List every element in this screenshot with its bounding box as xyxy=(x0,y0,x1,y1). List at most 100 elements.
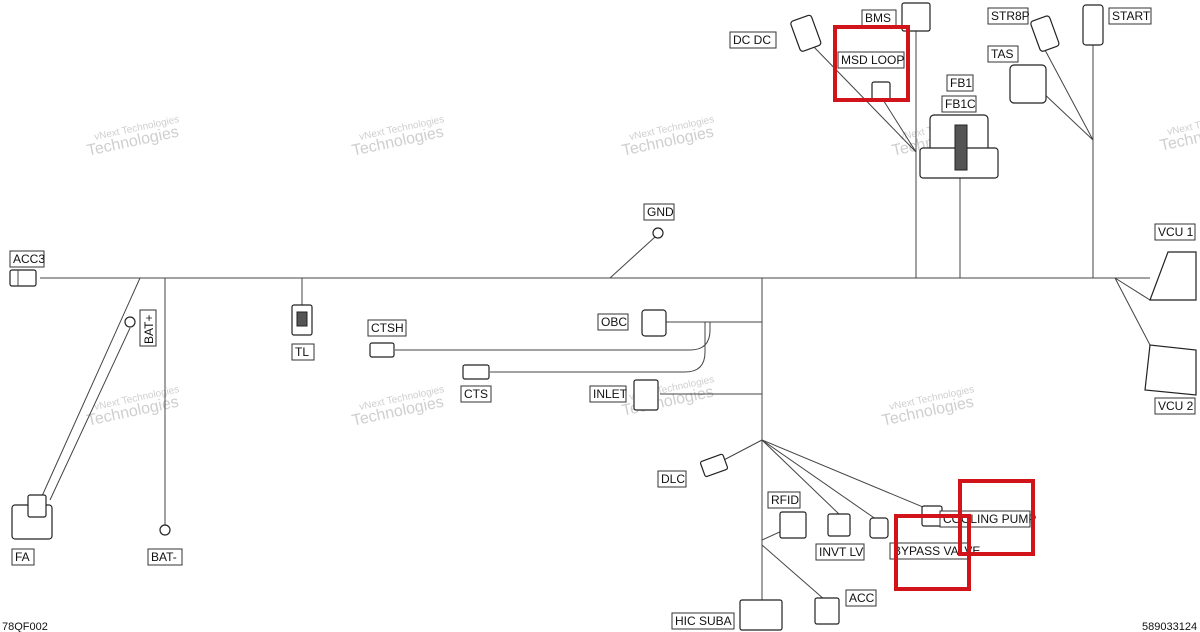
label-cts: CTS xyxy=(460,385,492,403)
label-hic-suba-box xyxy=(671,612,735,630)
label-obc-text: OBC xyxy=(601,315,627,329)
bat-minus-ring-terminal xyxy=(159,524,171,536)
label-bms: BMS xyxy=(861,9,897,27)
label-str8p-text: STR8P xyxy=(991,9,1030,23)
label-dc-dc-text: DC DC xyxy=(733,33,771,47)
rfid-connector xyxy=(779,511,807,539)
highlights xyxy=(833,25,1035,591)
label-start: START xyxy=(1108,7,1152,25)
gnd-wire xyxy=(609,236,656,279)
vcu2-connector xyxy=(1144,344,1197,396)
msd-loop-wire xyxy=(879,94,917,153)
label-rfid-box xyxy=(767,491,801,509)
msd-loop-connector xyxy=(871,81,891,101)
label-gnd-text: GND xyxy=(647,205,674,219)
highlight-bypass-valve xyxy=(894,514,971,591)
watermark: vNext Technologies Technologies xyxy=(85,384,180,430)
label-ctsh-box xyxy=(367,319,407,337)
obc-connector xyxy=(641,309,667,337)
label-bat-plus-text: BAT+ xyxy=(142,315,156,344)
watermark: vNext Technologies Technologies xyxy=(1158,109,1200,155)
label-invt-lv-text: INVT LV xyxy=(819,545,863,559)
tl-connector-detail xyxy=(296,311,308,327)
label-fb1-text: FB1 xyxy=(950,76,972,90)
label-invt-lv: INVT LV xyxy=(815,543,865,561)
label-tas: TAS xyxy=(987,45,1019,63)
gnd-ring-terminal xyxy=(652,227,664,239)
bypass-valve-wire xyxy=(761,439,881,523)
invt-lv-wire xyxy=(761,439,841,516)
dlc-connector-body xyxy=(699,453,729,478)
label-dlc: DLC xyxy=(657,470,687,488)
ctsh-connector xyxy=(369,342,395,358)
label-start-text: START xyxy=(1112,9,1151,23)
label-cts-box xyxy=(460,385,492,403)
tas-connector xyxy=(1009,64,1047,104)
label-vcu1-box xyxy=(1154,223,1196,241)
label-acc3-box xyxy=(9,250,45,268)
fa-wire xyxy=(37,277,141,506)
label-bat-minus-text: BAT- xyxy=(151,550,177,564)
label-bypass-valve: BYPASS VALVE xyxy=(889,542,980,560)
label-inlet: INLET xyxy=(589,385,628,403)
label-fb1c-box xyxy=(941,95,977,113)
watermark: vNext Technologies Technologies xyxy=(350,384,445,430)
bat-plus-ring-terminal xyxy=(124,316,136,328)
str8p-wire xyxy=(1044,49,1094,141)
label-vcu2-text: VCU 2 xyxy=(1158,399,1194,413)
label-tas-text: TAS xyxy=(991,47,1013,61)
label-obc-box xyxy=(597,313,629,331)
label-msd-loop-box xyxy=(837,51,905,69)
str8p-connector xyxy=(1030,15,1060,52)
label-acc-box xyxy=(845,589,877,607)
label-inlet-text: INLET xyxy=(593,387,628,401)
bypass-valve-connector xyxy=(869,517,889,539)
label-ctsh-text: CTSH xyxy=(371,321,404,335)
dc-dc-connector-body xyxy=(790,14,822,52)
label-fb1c-text: FB1C xyxy=(945,97,976,111)
label-dc-dc: DC DC xyxy=(729,31,777,49)
acc3-connector xyxy=(9,269,37,287)
label-acc3: ACC3 xyxy=(9,250,45,268)
str8p-connector-body xyxy=(1030,15,1060,52)
label-rfid: RFID xyxy=(767,491,801,509)
label-hic-suba-text: HIC SUBA xyxy=(675,614,732,628)
vcu2-wire xyxy=(1114,277,1151,346)
label-start-box xyxy=(1108,7,1152,25)
label-fa: FA xyxy=(11,548,35,566)
inlet-connector xyxy=(633,379,659,411)
label-obc: OBC xyxy=(597,313,629,331)
label-hic-suba: HIC SUBA xyxy=(671,612,735,630)
label-gnd: GND xyxy=(643,203,675,221)
label-fb1: FB1 xyxy=(946,74,974,92)
start-connector xyxy=(1082,4,1104,46)
label-tl: TL xyxy=(291,343,315,361)
fa-connector-cap xyxy=(27,494,47,518)
watermark: vNext Technologies Technologies xyxy=(85,114,180,160)
watermark: vNext Technologies Technologies xyxy=(880,384,975,430)
hic-suba-connector xyxy=(739,599,783,631)
reference-code-left: 78QF002 xyxy=(2,621,48,632)
label-inlet-box xyxy=(589,385,627,403)
cts-connector xyxy=(462,364,490,380)
reference-code-right: 589033124 xyxy=(1142,621,1197,632)
label-tl-box xyxy=(291,343,315,361)
label-fb1-box xyxy=(946,74,974,92)
label-dlc-text: DLC xyxy=(661,472,685,486)
label-gnd-box xyxy=(643,203,675,221)
label-vcu2-box xyxy=(1154,397,1196,415)
label-acc-text: ACC xyxy=(849,591,875,605)
label-acc: ACC xyxy=(845,589,877,607)
cooling-pump-wire xyxy=(761,439,936,513)
label-msd-loop: MSD LOOP xyxy=(837,51,905,69)
label-ctsh: CTSH xyxy=(367,319,407,337)
acc-connector xyxy=(814,597,840,625)
highlight-msd-loop xyxy=(833,25,910,102)
acc-wire xyxy=(761,544,826,601)
label-fa-text: FA xyxy=(15,550,30,564)
label-bat-plus: BAT+ xyxy=(139,309,157,347)
label-vcu2: VCU 2 xyxy=(1154,397,1196,415)
label-cts-text: CTS xyxy=(464,387,488,401)
label-tas-box xyxy=(987,45,1019,63)
